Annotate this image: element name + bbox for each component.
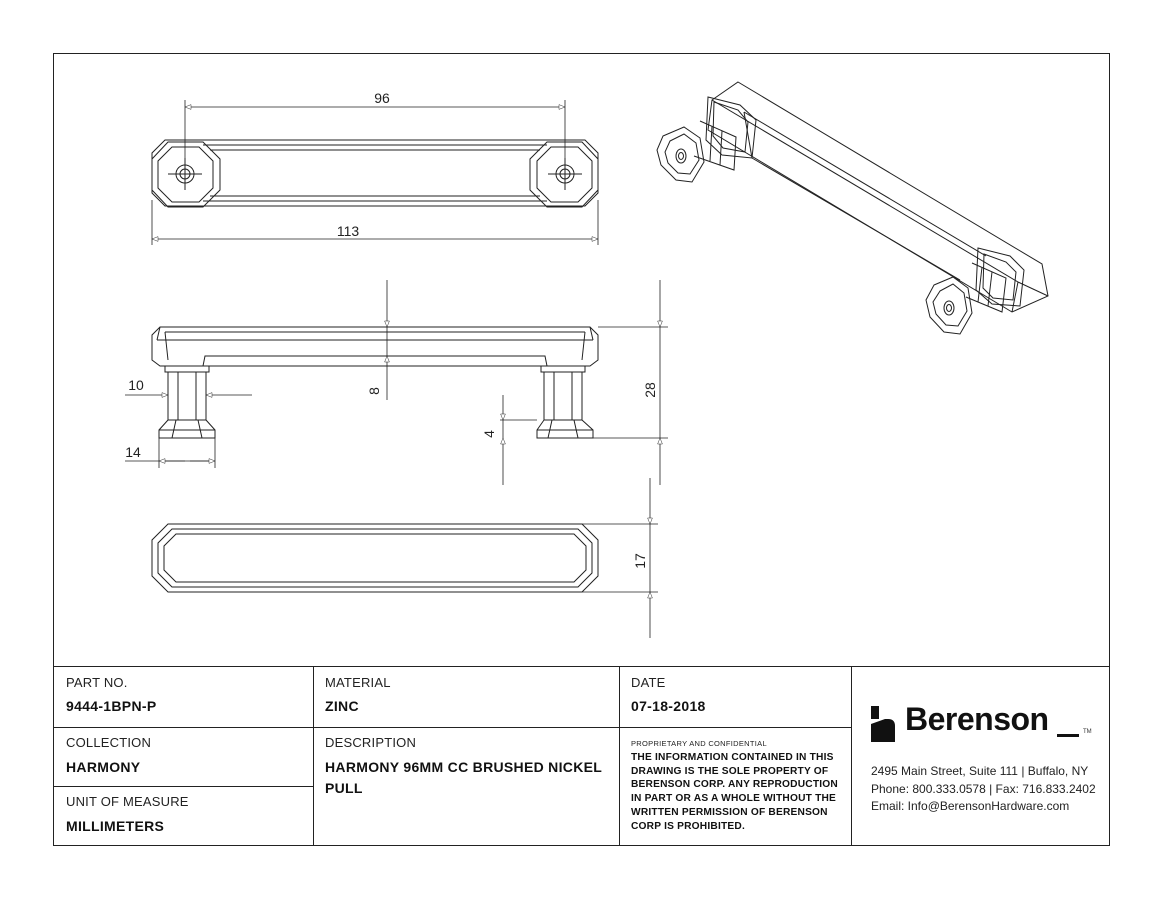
side-view <box>125 280 668 485</box>
material-value: ZINC <box>325 698 359 714</box>
date-value: 07-18-2018 <box>631 698 706 714</box>
part-no-label: PART NO. <box>66 675 128 690</box>
unit-label: UNIT OF MEASURE <box>66 794 189 809</box>
description-line-1: HARMONY 96MM CC BRUSHED NICKEL <box>325 759 603 775</box>
unit-value: MILLIMETERS <box>66 818 165 834</box>
trademark-mark: TM <box>1083 729 1092 735</box>
material-label: MATERIAL <box>325 675 391 690</box>
description-label: DESCRIPTION <box>325 735 417 750</box>
dim-center-to-center: 96 <box>374 90 390 106</box>
berenson-b-icon <box>871 706 895 742</box>
notice-line: BERENSON CORP. ANY REPRODUCTION <box>631 779 838 791</box>
dim-post-diameter: 10 <box>128 377 144 393</box>
top-view <box>151 100 599 245</box>
company-email: Email: Info@BerensonHardware.com <box>871 799 1070 813</box>
drawing-sheet-border <box>53 53 1110 846</box>
title-block: PART NO. 9444-1BPN-P MATERIAL ZINC DATE … <box>53 666 1110 846</box>
part-no-value: 9444-1BPN-P <box>66 698 157 714</box>
notice-line: CORP IS PROHIBITED. <box>631 820 745 832</box>
notice-line: WRITTEN PERMISSION OF BERENSON <box>631 806 828 818</box>
description-line-2: PULL <box>325 780 363 796</box>
company-phone: Phone: 800.333.0578 | Fax: 716.833.2402 <box>871 781 1096 796</box>
dim-foot-diameter: 14 <box>125 444 141 460</box>
isometric-view <box>656 81 1049 335</box>
company-logo: Berenson TM <box>871 701 1101 744</box>
brand-underline <box>1057 734 1079 737</box>
notice-line: THE INFORMATION CONTAINED IN THIS <box>631 752 834 763</box>
dim-foot-height: 4 <box>481 430 497 438</box>
confidentiality-notice: THE INFORMATION CONTAINED IN THIS DRAWIN… <box>631 751 838 833</box>
notice-line: IN PART OR AS A WHOLE WITHOUT THE <box>631 793 837 805</box>
dim-overall-length: 113 <box>337 223 360 239</box>
collection-value: HARMONY <box>66 759 141 775</box>
dim-width: 17 <box>632 553 648 569</box>
company-address: 2495 Main Street, Suite 111 | Buffalo, N… <box>871 764 1089 778</box>
brand-name: Berenson <box>905 701 1049 737</box>
company-contact: 2495 Main Street, Suite 111 | Buffalo, N… <box>871 763 1096 816</box>
notice-line: DRAWING IS THE SOLE PROPERTY OF <box>631 765 829 777</box>
bottom-view <box>151 478 658 638</box>
dim-projection: 28 <box>642 382 658 398</box>
collection-label: COLLECTION <box>66 735 152 750</box>
dim-bar-thickness: 8 <box>366 387 382 395</box>
date-label: DATE <box>631 675 666 690</box>
technical-drawing: 96 113 8 10 14 4 28 17 <box>125 81 1049 638</box>
proprietary-label: PROPRIETARY AND CONFIDENTIAL <box>631 739 767 748</box>
